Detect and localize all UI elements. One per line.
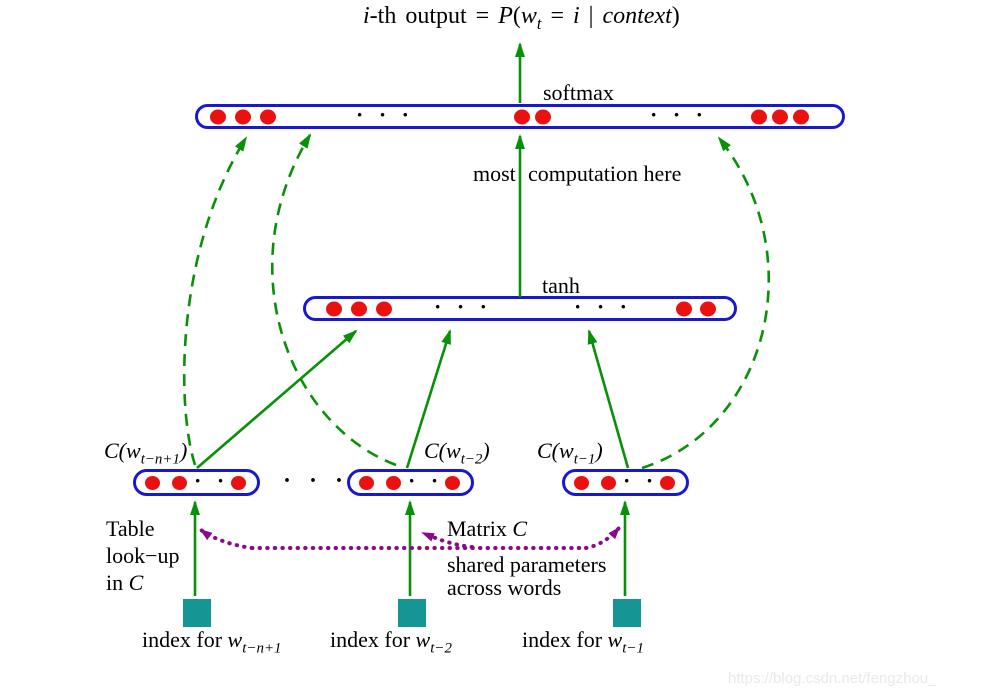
neuron-dot	[574, 475, 589, 490]
formula-title: i-th output = P(wt = i | context)	[363, 3, 680, 34]
computation-label-left: most	[473, 161, 516, 186]
computation-label-right: computation here	[528, 161, 682, 186]
neuron-dot	[235, 109, 251, 124]
embedding-layer-3: · · ·	[562, 467, 689, 496]
neuron-dot	[445, 475, 460, 490]
softmax-label: softmax	[543, 80, 614, 105]
arrow-embedding1-to-tanh	[196, 329, 358, 469]
neuron-dot	[376, 301, 392, 316]
formula-i: i	[363, 3, 370, 29]
embedding-layer-1: · · ·	[133, 467, 260, 496]
tanh-layer: · · · · · ·	[303, 293, 737, 321]
index-label-2: index for wt−2	[330, 627, 452, 657]
neuron-dot	[660, 475, 675, 490]
word-index-square-2	[398, 599, 426, 627]
neuron-dot	[676, 301, 692, 316]
embedding-label-1: C(wt−n+1)	[104, 438, 188, 468]
matrix-c-note: Matrix C	[447, 516, 528, 541]
neuron-dot	[260, 109, 276, 124]
ellipsis-dots: · · ·	[574, 293, 633, 319]
formula-open-paren: (	[512, 3, 521, 29]
table-lookup-line1: Table	[106, 516, 155, 541]
neuron-dot	[386, 475, 401, 490]
ellipsis-dots: · · ·	[434, 293, 493, 319]
ellipsis-dots: · · ·	[356, 101, 415, 127]
shared-parameters-note: shared parameters across words	[447, 552, 607, 600]
neuron-dot	[793, 109, 809, 124]
formula-bar: |	[579, 3, 603, 29]
embedding-label-3: C(wt−1)	[537, 438, 603, 468]
shared-params-arrow-right	[584, 526, 621, 550]
formula-close-paren: )	[671, 3, 680, 29]
ellipsis-dots: · · ·	[650, 101, 709, 127]
table-lookup-line3: in C	[106, 570, 144, 595]
neuron-dot	[700, 301, 716, 316]
neuron-dot	[359, 475, 374, 490]
formula-i2: i	[572, 3, 580, 29]
neuron-dot	[535, 109, 551, 124]
neuron-dot	[772, 109, 788, 124]
softmax-layer: · · · · · ·	[195, 101, 845, 129]
neuron-dot	[751, 109, 767, 124]
table-lookup-line2: look−up	[106, 543, 180, 568]
neuron-dot	[231, 475, 246, 490]
neuron-dot	[601, 475, 616, 490]
neuron-dot	[351, 301, 367, 316]
formula-w-subscript: t	[536, 13, 542, 33]
formula-context: context	[602, 3, 672, 29]
formula-th-output: -th output =	[369, 3, 499, 29]
ellipsis-dots: · · ·	[283, 468, 350, 494]
watermark-url: https://blog.csdn.net/fengzhou_	[728, 670, 937, 687]
embedding-label-2: C(wt−2)	[424, 438, 490, 468]
formula-w: w	[520, 3, 537, 29]
table-lookup-note: Table look−up in C	[106, 515, 180, 596]
word-index-square-3	[613, 599, 641, 627]
neuron-dot	[172, 475, 187, 490]
formula-P: P	[498, 3, 513, 29]
formula-equals: =	[541, 3, 573, 29]
neuron-dot	[210, 109, 226, 124]
neuron-dot	[326, 301, 342, 316]
neuron-dot	[514, 109, 530, 124]
word-index-square-1	[183, 599, 211, 627]
index-label-3: index for wt−1	[522, 627, 644, 657]
shared-params-arrow-left	[199, 528, 254, 550]
embedding-layer-2: · · ·	[347, 467, 474, 496]
neuron-dot	[145, 475, 160, 490]
tanh-label: tanh	[542, 273, 580, 298]
skip-connection-embedding1-to-softmax	[182, 136, 248, 466]
index-label-1: index for wt−n+1	[142, 627, 282, 657]
